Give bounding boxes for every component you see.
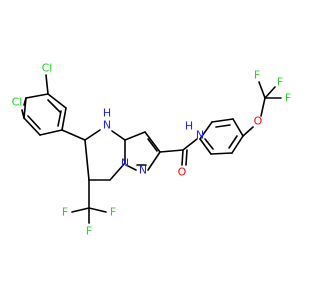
bond	[61, 107, 67, 131]
oxygen-label: O	[254, 115, 263, 128]
fluorine-label: F	[86, 225, 92, 238]
bond	[210, 152, 233, 155]
bond	[199, 138, 212, 155]
bond	[47, 93, 67, 109]
bond-layer	[21, 74, 282, 224]
hydrogen-label: H	[103, 107, 111, 120]
bond	[242, 126, 254, 137]
molecule-structure: Cl Cl N H N N N H O O F F F F F F	[12, 62, 292, 238]
bond	[21, 109, 25, 119]
bond	[111, 130, 126, 141]
oxygen-label: O	[178, 166, 187, 179]
bond	[181, 149, 184, 166]
nitrogen-label: N	[121, 157, 129, 170]
bond	[61, 129, 86, 141]
bond	[147, 138, 158, 152]
nitrogen-label: N	[139, 164, 147, 177]
bond	[185, 149, 188, 166]
bond	[88, 207, 107, 213]
bond	[231, 135, 244, 154]
bond	[232, 118, 244, 137]
bond	[211, 118, 234, 123]
bond	[147, 151, 161, 171]
chlorine-label: Cl	[12, 96, 23, 109]
chlorine-label: Cl	[42, 62, 53, 75]
fluorine-label: F	[62, 206, 68, 219]
bond	[204, 138, 214, 150]
bond	[182, 138, 198, 151]
bond	[27, 115, 41, 130]
bond	[260, 97, 266, 117]
bond	[47, 99, 61, 113]
bond	[45, 74, 49, 95]
bond	[39, 129, 63, 136]
bond	[57, 110, 62, 127]
bond	[199, 121, 213, 140]
bond	[71, 207, 90, 213]
bond	[144, 131, 161, 153]
fluorine-label: F	[110, 206, 116, 219]
atom-labels: Cl Cl N H N N N H O O F F F F F F	[12, 62, 292, 238]
fluorine-label: F	[277, 76, 283, 89]
bond	[84, 129, 101, 141]
nitrogen-label: N	[103, 119, 111, 132]
bond	[109, 162, 126, 181]
bond	[228, 135, 238, 149]
bond	[264, 86, 276, 99]
bond	[84, 139, 90, 181]
fluorine-label: F	[285, 92, 291, 105]
bond	[124, 131, 146, 141]
bond	[23, 117, 41, 136]
fluorine-label: F	[254, 69, 260, 82]
nitrogen-label: N	[196, 129, 204, 142]
bond	[258, 81, 266, 99]
bond	[25, 93, 49, 99]
bond	[23, 97, 27, 106]
bond	[159, 149, 184, 153]
bond	[215, 124, 231, 128]
hydrogen-label: H	[185, 120, 193, 133]
bond	[125, 164, 137, 171]
